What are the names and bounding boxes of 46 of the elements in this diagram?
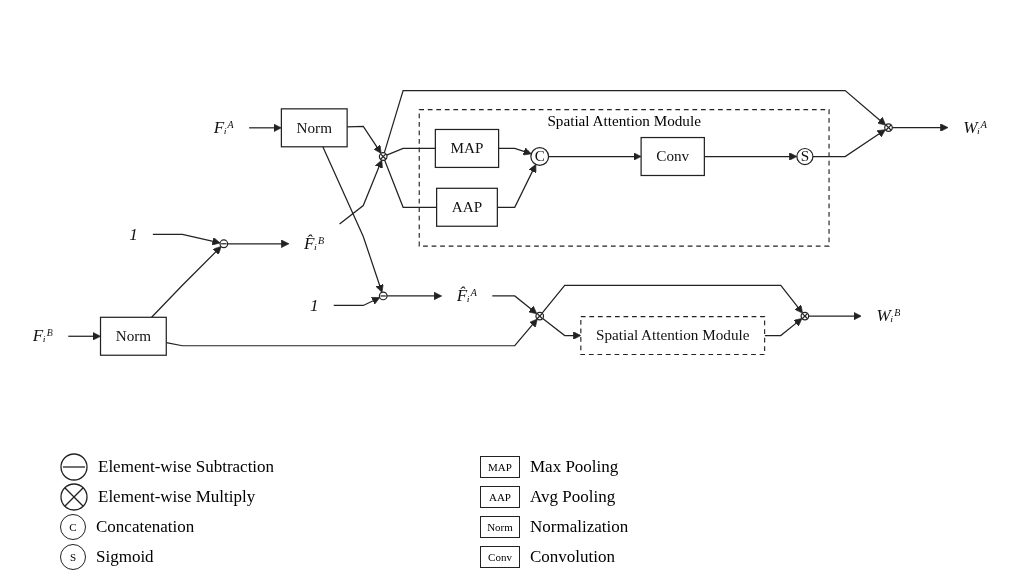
- arrow: [808, 312, 862, 321]
- legend-box-symbol: Conv: [480, 546, 520, 568]
- arrow: [151, 246, 222, 319]
- arrow: [67, 332, 101, 341]
- arrow: [333, 297, 381, 307]
- legend-text: Element-wise Multiply: [98, 487, 256, 507]
- arrow: [764, 318, 803, 337]
- legend-text: Sigmoid: [96, 547, 154, 567]
- legend-text: Element-wise Subtraction: [98, 457, 275, 477]
- arrow: [498, 147, 532, 156]
- node-text: F̂ᵢᴮ: [304, 234, 325, 254]
- legend-box-symbol: Norm: [480, 516, 520, 538]
- node-box: Conv: [640, 137, 705, 177]
- node-text: Fᵢᴮ: [32, 326, 54, 346]
- legend-box-symbol: AAP: [480, 486, 520, 508]
- arrow: [386, 292, 443, 301]
- arrow: [812, 129, 886, 158]
- arrow: [383, 90, 886, 154]
- legend-text: Normalization: [530, 517, 629, 537]
- arrow: [152, 234, 221, 246]
- arrow: [227, 240, 290, 249]
- node-text: Wᵢᴮ: [876, 306, 901, 326]
- node-circle: S: [796, 148, 814, 166]
- node-circle: C: [530, 147, 550, 167]
- arrow: [322, 146, 384, 294]
- arrow: [491, 295, 538, 315]
- node-text: 1: [309, 295, 319, 315]
- node-text: Wᵢᴬ: [963, 118, 988, 137]
- node-box: Norm: [280, 108, 348, 148]
- node-text: 1: [129, 224, 138, 244]
- node-text: Fᵢᴬ: [213, 118, 234, 138]
- arrow: [248, 124, 282, 133]
- legend-text: Max Pooling: [530, 457, 619, 477]
- legend-text: Concatenation: [96, 517, 195, 537]
- arrow: [541, 285, 803, 315]
- connector: [386, 148, 436, 157]
- node-box: Spatial Attention Module: [580, 316, 766, 356]
- legend-text: Convolution: [530, 547, 615, 567]
- node-box: AAP: [436, 188, 498, 228]
- arrow: [891, 123, 949, 133]
- arrow: [338, 160, 383, 226]
- node-box: MAP: [434, 129, 500, 169]
- legend-box-symbol: MAP: [480, 456, 520, 478]
- node-text: F̂ᵢᴬ: [456, 286, 478, 306]
- legend-text: Avg Pooling: [530, 487, 616, 507]
- node-box: Norm: [99, 317, 167, 357]
